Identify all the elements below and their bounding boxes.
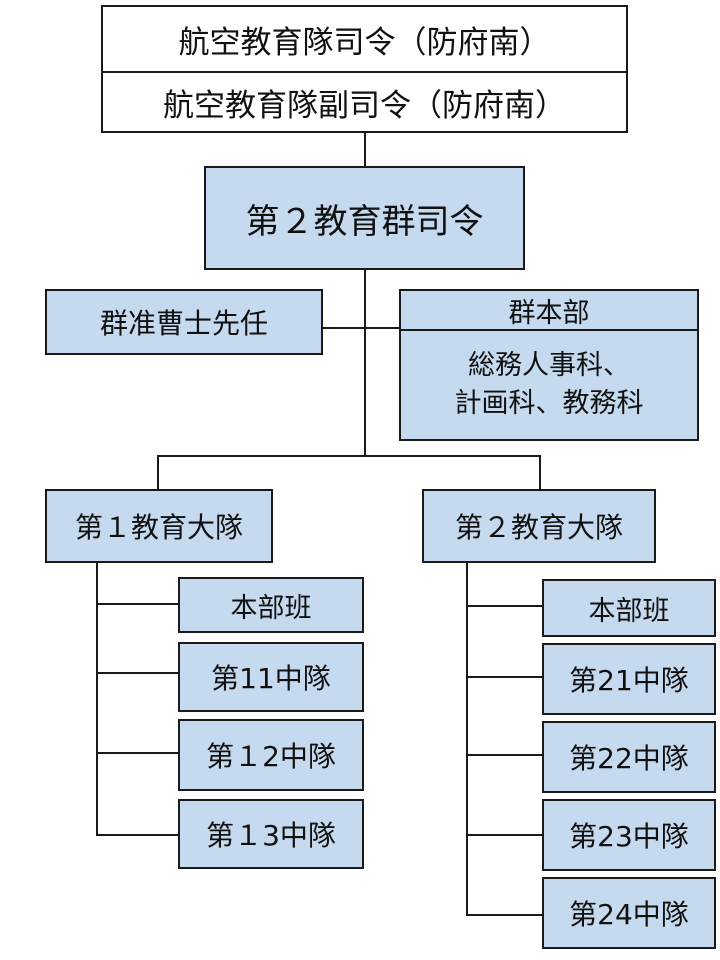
connector bbox=[466, 914, 544, 916]
battalion2-unit-box: 第21中隊 bbox=[542, 643, 716, 715]
connector bbox=[466, 561, 468, 916]
battalion2-unit-box: 第24中隊 bbox=[542, 877, 716, 949]
battalion2-unit-box: 本部班 bbox=[542, 579, 716, 637]
connector bbox=[364, 268, 366, 456]
top-commander-box: 航空教育隊司令（防府南） bbox=[101, 5, 628, 73]
hq-sections-label: 総務人事科、 計画科、教務科 bbox=[454, 350, 644, 419]
connector bbox=[466, 676, 544, 678]
battalion1-label: 第１教育大隊 bbox=[74, 511, 243, 544]
hq-sections-box: 総務人事科、 計画科、教務科 bbox=[399, 329, 699, 441]
battalion1-unit-label: 第１2中隊 bbox=[206, 740, 336, 773]
connector bbox=[96, 561, 98, 836]
battalion2-unit-label: 第22中隊 bbox=[569, 742, 689, 775]
connector bbox=[96, 752, 180, 754]
connector bbox=[466, 834, 544, 836]
connector bbox=[96, 603, 180, 605]
connector bbox=[96, 834, 180, 836]
group-commander-label: 第２教育群司令 bbox=[245, 201, 484, 242]
connector bbox=[321, 327, 401, 329]
battalion1-unit-box: 第１3中隊 bbox=[178, 799, 364, 869]
hq-title-box: 群本部 bbox=[399, 289, 699, 331]
battalion1-unit-box: 第11中隊 bbox=[178, 642, 364, 712]
battalion1-unit-box: 本部班 bbox=[178, 577, 364, 633]
connector bbox=[157, 455, 159, 491]
battalion1-unit-label: 本部班 bbox=[230, 592, 312, 624]
battalion1-unit-box: 第１2中隊 bbox=[178, 719, 364, 791]
battalion2-unit-box: 第22中隊 bbox=[542, 721, 716, 793]
connector bbox=[539, 455, 541, 491]
battalion2-box: 第２教育大隊 bbox=[422, 489, 656, 563]
senior-nco-label: 群准曹士先任 bbox=[99, 307, 268, 340]
connector bbox=[364, 132, 366, 168]
battalion2-unit-label: 第23中隊 bbox=[569, 820, 689, 853]
battalion2-unit-label: 第24中隊 bbox=[569, 898, 689, 931]
vice-commander-label: 航空教育隊副司令（防府南） bbox=[163, 87, 566, 124]
battalion2-label: 第２教育大隊 bbox=[454, 511, 623, 544]
battalion1-box: 第１教育大隊 bbox=[45, 489, 273, 563]
senior-nco-box: 群准曹士先任 bbox=[45, 289, 323, 355]
connector bbox=[466, 754, 544, 756]
battalion1-unit-label: 第11中隊 bbox=[211, 662, 331, 695]
battalion2-unit-label: 本部班 bbox=[588, 595, 670, 627]
top-commander-label: 航空教育隊司令（防府南） bbox=[178, 24, 551, 61]
connector bbox=[157, 455, 541, 457]
connector bbox=[96, 672, 180, 674]
battalion1-unit-label: 第１3中隊 bbox=[206, 819, 336, 852]
group-commander-box: 第２教育群司令 bbox=[204, 166, 525, 270]
hq-title-label: 群本部 bbox=[508, 297, 590, 329]
battalion2-unit-label: 第21中隊 bbox=[569, 664, 689, 697]
battalion2-unit-box: 第23中隊 bbox=[542, 799, 716, 871]
connector bbox=[466, 605, 544, 607]
vice-commander-box: 航空教育隊副司令（防府南） bbox=[101, 71, 628, 133]
